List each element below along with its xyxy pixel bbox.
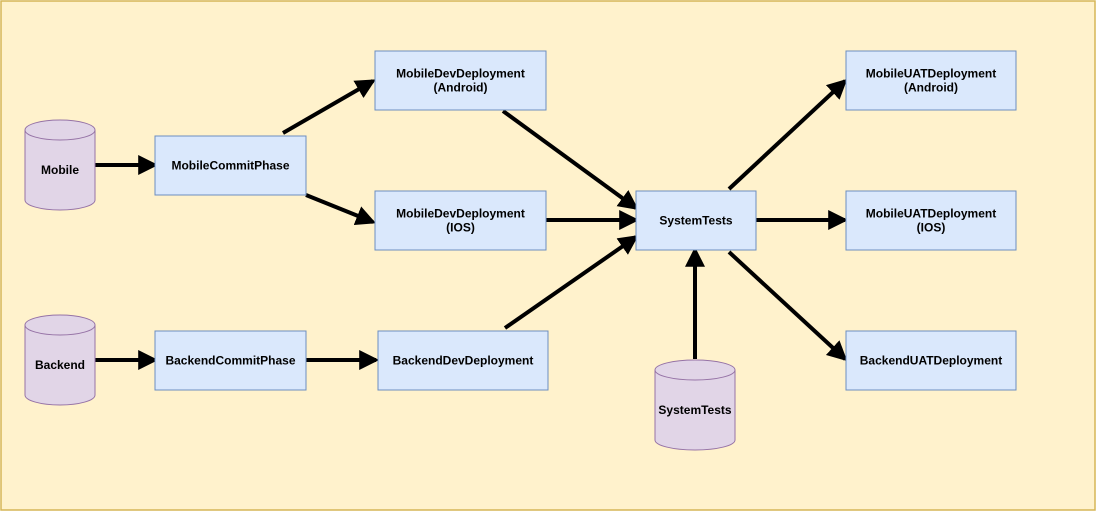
datastore-mobile-cylinder-icon (24, 119, 96, 211)
node-mobile-dev-ios[interactable]: MobileDevDeployment(IOS) (374, 190, 547, 251)
arrow-system-tests-to-mobile-uat-android (727, 78, 848, 191)
node-mobile-dev-ios-label-line-2: (IOS) (446, 221, 475, 235)
node-backend-commit[interactable]: BackendCommitPhase (154, 330, 307, 391)
arrow-backend-dev-to-system-tests (503, 235, 639, 330)
datastore-backend[interactable]: Backend (24, 314, 96, 406)
node-backend-uat-label-line-1: BackendUATDeployment (860, 354, 1002, 368)
node-mobile-dev-android-label-line-2: (Android) (434, 81, 488, 95)
node-mobile-uat-ios-label-line-2: (IOS) (917, 221, 946, 235)
node-mobile-dev-android[interactable]: MobileDevDeployment(Android) (374, 50, 547, 111)
node-mobile-uat-ios[interactable]: MobileUATDeployment(IOS) (845, 190, 1017, 251)
node-system-tests[interactable]: SystemTests (635, 190, 757, 251)
datastore-systemtests-db-label-line-1: SystemTests (658, 403, 731, 417)
datastore-mobile-cylinder-rim (24, 129, 96, 141)
node-mobile-commit-box (154, 135, 307, 196)
datastore-mobile-label-line-1: Mobile (41, 163, 79, 177)
datastore-systemtests-db[interactable]: SystemTests (654, 359, 736, 451)
node-mobile-uat-android-label-line-2: (Android) (904, 81, 958, 95)
node-mobile-uat-android-box (845, 50, 1017, 111)
node-backend-commit-box (154, 330, 307, 391)
node-mobile-uat-ios-box (845, 190, 1017, 251)
datastore-backend-label-line-1: Backend (35, 358, 85, 372)
node-system-tests-box (635, 190, 757, 251)
node-backend-dev-box (377, 330, 549, 391)
node-mobile-uat-ios-label-line-1: MobileUATDeployment (866, 207, 996, 221)
node-mobile-dev-android-box (374, 50, 547, 111)
datastore-backend-cylinder-icon (24, 314, 96, 406)
node-backend-commit-label-line-1: BackendCommitPhase (165, 354, 295, 368)
node-mobile-dev-android-label-line-1: MobileDevDeployment (396, 67, 525, 81)
node-backend-uat-box (845, 330, 1017, 391)
node-mobile-uat-android[interactable]: MobileUATDeployment(Android) (845, 50, 1017, 111)
arrow-mobile-commit-to-mobile-dev-ios (305, 193, 376, 225)
arrow-mobile-dev-android-to-system-tests (501, 109, 639, 210)
node-mobile-dev-ios-label-line-1: MobileDevDeployment (396, 207, 525, 221)
node-backend-uat[interactable]: BackendUATDeployment (845, 330, 1017, 391)
node-mobile-commit-label-line-1: MobileCommitPhase (171, 159, 289, 173)
datastore-backend-cylinder-rim (24, 324, 96, 336)
arrow-system-tests-to-backend-uat (727, 250, 848, 362)
node-backend-dev[interactable]: BackendDevDeployment (377, 330, 549, 391)
node-mobile-commit[interactable]: MobileCommitPhase (154, 135, 307, 196)
datastore-systemtests-db-cylinder-rim (654, 369, 736, 381)
datastore-systemtests-db-cylinder-icon (654, 359, 736, 451)
node-system-tests-label-line-1: SystemTests (659, 214, 732, 228)
node-mobile-dev-ios-box (374, 190, 547, 251)
node-backend-dev-label-line-1: BackendDevDeployment (393, 354, 534, 368)
arrow-mobile-commit-to-mobile-dev-android (281, 79, 376, 135)
datastore-mobile[interactable]: Mobile (24, 119, 96, 211)
node-mobile-uat-android-label-line-1: MobileUATDeployment (866, 67, 996, 81)
